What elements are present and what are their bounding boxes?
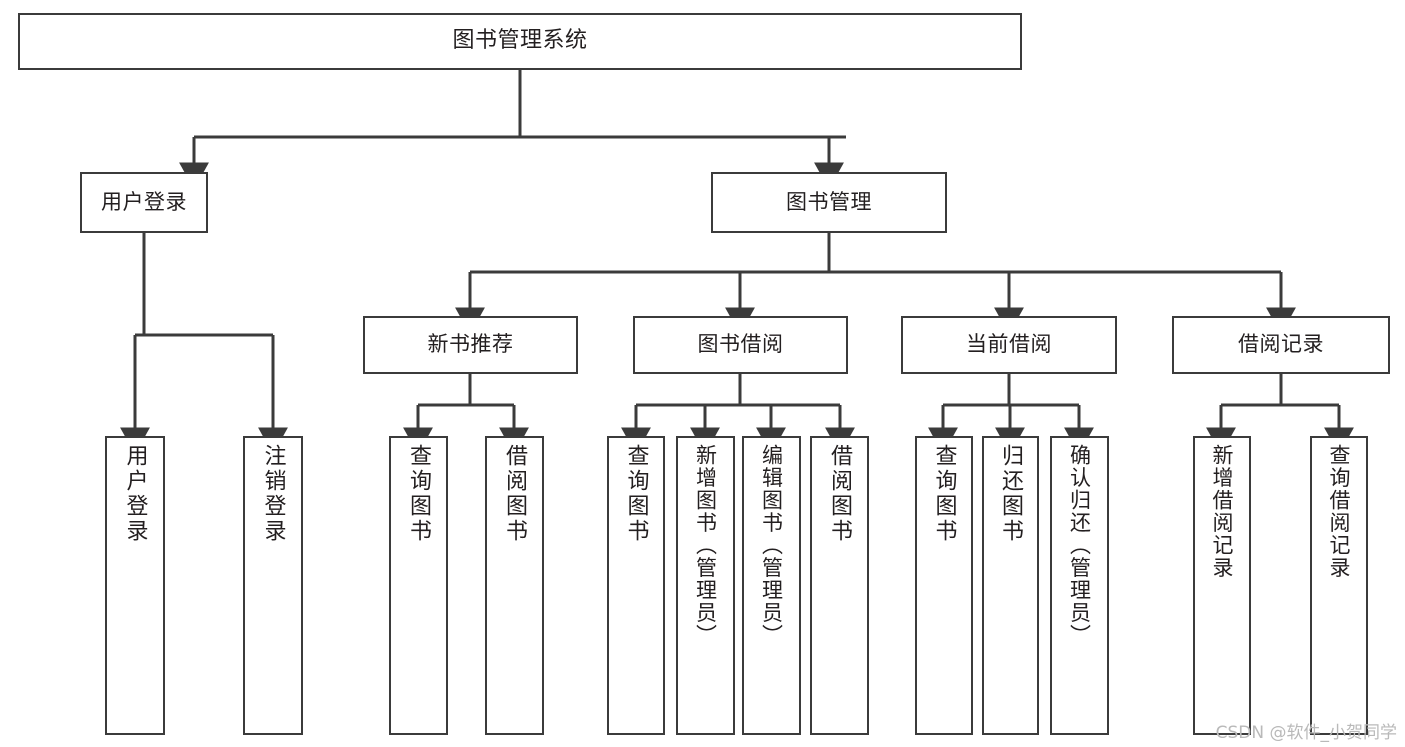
node-leaf-confirm-return-label: 确认归还（管理员） xyxy=(1067,444,1092,647)
node-leaf-query-book-2-label: 查询图书 xyxy=(623,444,649,544)
node-leaf-edit-book-label: 编辑图书（管理员） xyxy=(759,444,784,647)
node-leaf-logout[interactable]: 注销登录 xyxy=(243,436,303,735)
node-user-login-label: 用户登录 xyxy=(101,189,187,214)
node-root[interactable]: 图书管理系统 xyxy=(18,13,1022,70)
node-user-login[interactable]: 用户登录 xyxy=(80,172,208,233)
node-leaf-query-book-2[interactable]: 查询图书 xyxy=(607,436,665,735)
node-leaf-query-book-3-label: 查询图书 xyxy=(931,444,957,544)
node-leaf-query-book-1[interactable]: 查询图书 xyxy=(389,436,448,735)
node-leaf-query-book-3[interactable]: 查询图书 xyxy=(915,436,973,735)
node-leaf-query-record-label: 查询借阅记录 xyxy=(1327,444,1352,579)
node-leaf-user-login-label: 用户登录 xyxy=(122,444,148,544)
node-leaf-add-book-label: 新增图书（管理员） xyxy=(693,444,718,647)
node-leaf-add-book[interactable]: 新增图书（管理员） xyxy=(676,436,735,735)
node-leaf-borrow-book-2[interactable]: 借阅图书 xyxy=(810,436,869,735)
node-borrow-record-label: 借阅记录 xyxy=(1238,332,1324,357)
node-leaf-add-record[interactable]: 新增借阅记录 xyxy=(1193,436,1251,735)
node-leaf-borrow-book-1[interactable]: 借阅图书 xyxy=(485,436,544,735)
node-leaf-logout-label: 注销登录 xyxy=(260,444,286,544)
node-leaf-confirm-return[interactable]: 确认归还（管理员） xyxy=(1050,436,1109,735)
node-book-borrow[interactable]: 图书借阅 xyxy=(633,316,848,374)
node-current-borrow[interactable]: 当前借阅 xyxy=(901,316,1117,374)
node-leaf-return-book-label: 归还图书 xyxy=(998,444,1024,544)
csdn-watermark: CSDN @软件_小贺同学 xyxy=(1215,723,1397,743)
node-leaf-return-book[interactable]: 归还图书 xyxy=(982,436,1039,735)
node-leaf-borrow-book-2-label: 借阅图书 xyxy=(827,444,853,544)
node-book-manage-label: 图书管理 xyxy=(786,189,872,214)
node-leaf-user-login[interactable]: 用户登录 xyxy=(105,436,165,735)
node-leaf-query-record[interactable]: 查询借阅记录 xyxy=(1310,436,1368,735)
node-leaf-borrow-book-1-label: 借阅图书 xyxy=(502,444,528,544)
node-leaf-edit-book[interactable]: 编辑图书（管理员） xyxy=(742,436,801,735)
node-new-book-rec[interactable]: 新书推荐 xyxy=(363,316,578,374)
node-root-label: 图书管理系统 xyxy=(452,28,588,54)
node-new-book-rec-label: 新书推荐 xyxy=(427,332,514,357)
node-current-borrow-label: 当前借阅 xyxy=(966,332,1052,357)
node-book-manage[interactable]: 图书管理 xyxy=(711,172,947,233)
node-leaf-add-record-label: 新增借阅记录 xyxy=(1210,444,1235,579)
node-book-borrow-label: 图书借阅 xyxy=(697,332,784,357)
node-borrow-record[interactable]: 借阅记录 xyxy=(1172,316,1390,374)
node-leaf-query-book-1-label: 查询图书 xyxy=(406,444,432,544)
